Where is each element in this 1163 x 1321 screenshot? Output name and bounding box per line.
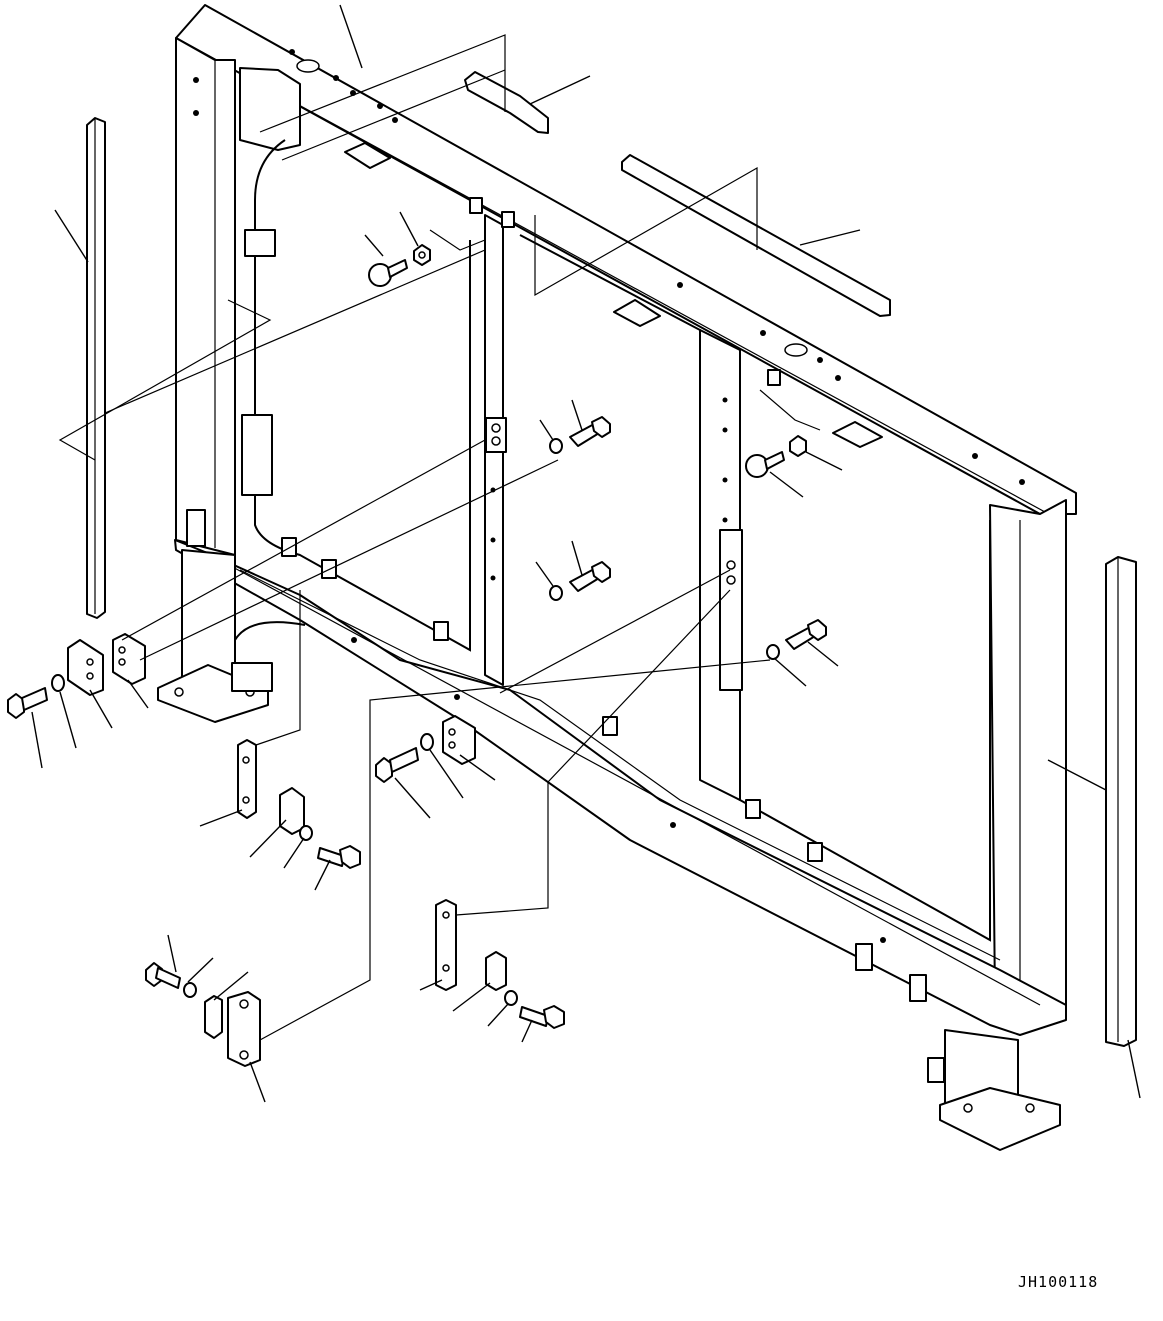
- nut: [413, 244, 431, 266]
- bolt: [745, 451, 785, 478]
- top-seal-bar: [621, 154, 891, 317]
- seal-plate: [112, 633, 146, 685]
- bolt: [145, 962, 181, 989]
- nut: [789, 435, 807, 457]
- mount-tab: [613, 299, 661, 327]
- inner-opening-left: [254, 139, 471, 652]
- hinge-clip: [485, 951, 507, 991]
- bolt: [569, 561, 611, 592]
- mount-block: [433, 621, 449, 641]
- mount-block: [767, 369, 781, 386]
- bolt: [375, 747, 419, 783]
- mount-tab: [832, 421, 883, 448]
- drawing-code: JH100118: [1018, 1273, 1099, 1291]
- bolt: [7, 687, 48, 719]
- bolt: [368, 259, 408, 287]
- top-beam: [175, 4, 1077, 515]
- main-frame: [174, 4, 1077, 1036]
- left-seal-bar: [86, 117, 106, 619]
- left-post: [175, 37, 236, 556]
- right-post: [989, 499, 1067, 1031]
- washer: [183, 982, 197, 998]
- washer: [420, 733, 434, 751]
- top-seal-piece: [464, 71, 549, 134]
- leader-lines: [31, 4, 1141, 1103]
- mount-block: [281, 537, 297, 557]
- bolt: [519, 1005, 565, 1029]
- hinge-bracket: [237, 739, 257, 819]
- washer: [549, 585, 563, 601]
- mount-block: [807, 842, 823, 862]
- post-bracket: [719, 529, 743, 691]
- rubber-block: [241, 414, 273, 496]
- bolt: [569, 416, 611, 447]
- frame-hole: [784, 343, 808, 357]
- washer: [766, 644, 780, 660]
- mount-tab: [909, 974, 927, 1002]
- mount-block: [602, 716, 618, 736]
- left-foot: [157, 549, 306, 723]
- hinge-clip: [279, 787, 305, 835]
- washer: [299, 825, 313, 841]
- mount-tab: [344, 142, 391, 169]
- mount-tab: [855, 943, 873, 971]
- washer: [504, 990, 518, 1006]
- mount-block: [745, 799, 761, 819]
- frame-hole: [296, 59, 320, 73]
- hinge-clip: [204, 995, 223, 1039]
- washer: [549, 438, 563, 454]
- bolt: [317, 845, 361, 869]
- hinge-bracket: [435, 899, 457, 991]
- bottom-beam: [174, 539, 1067, 1036]
- right-foot: [927, 1029, 1061, 1151]
- rubber-block: [186, 509, 206, 547]
- mount-block: [469, 197, 483, 214]
- seal-plate: [67, 639, 104, 696]
- right-seal-bar: [1105, 556, 1137, 1047]
- rubber-block: [244, 229, 276, 257]
- hinge-bracket: [227, 991, 261, 1067]
- divider-bracket: [485, 417, 507, 453]
- washer: [51, 674, 65, 692]
- left-post-bracket: [239, 67, 301, 151]
- mount-block: [501, 211, 515, 228]
- bolt: [785, 619, 827, 650]
- seal-plate: [442, 715, 476, 765]
